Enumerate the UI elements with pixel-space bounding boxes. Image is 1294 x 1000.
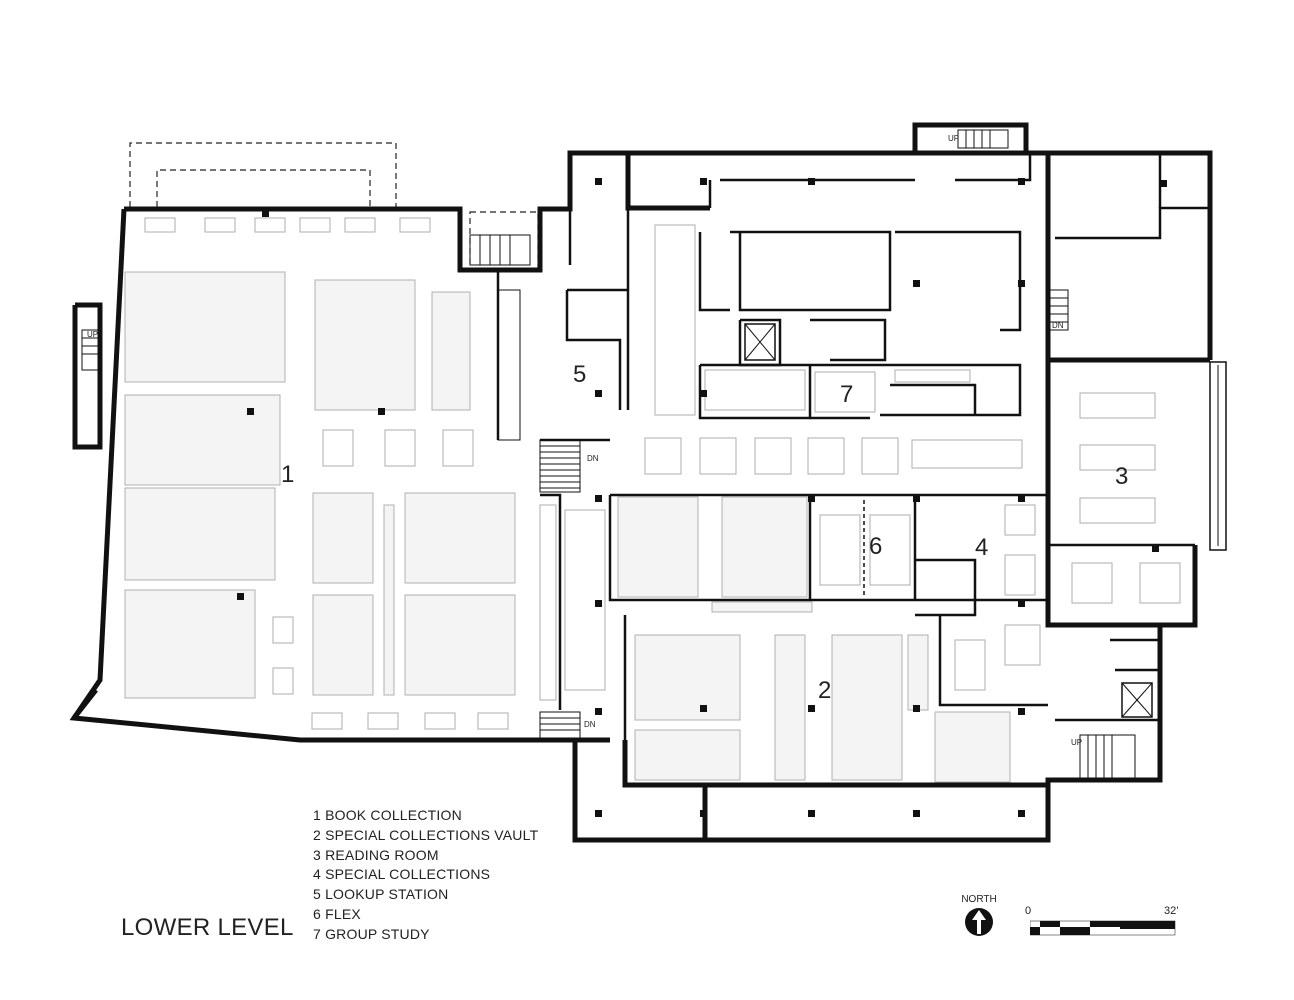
- room-number-5: 5: [573, 361, 586, 388]
- legend-item: 5 LOOKUP STATION: [313, 886, 449, 903]
- legend-item: 2 SPECIAL COLLECTIONS VAULT: [313, 826, 539, 843]
- scale-bar: [1030, 920, 1176, 936]
- legend-item: 7 GROUP STUDY: [313, 925, 430, 942]
- room-number-6: 6: [869, 533, 882, 560]
- central-carrels: [539, 224, 1023, 701]
- structural-columns: [237, 178, 1167, 817]
- room-furniture: [704, 369, 1181, 691]
- stair-label-up-west: UP: [87, 330, 98, 339]
- legend-item: 1 BOOK COLLECTION: [313, 807, 462, 823]
- stair-label-dn-center: DN: [587, 454, 599, 463]
- north-label: NORTH: [961, 894, 997, 905]
- room-number-labels: 1 2 3 4 5 6 7: [281, 361, 1128, 704]
- stair-label-up-southeast: UP: [1071, 738, 1082, 747]
- stair-label-dn-east: DN: [1052, 321, 1064, 330]
- stair-label-dn-south: DN: [584, 720, 596, 729]
- study-tables-area-1: [144, 217, 509, 730]
- book-stacks-area-1: [124, 271, 516, 699]
- legend-item: 4 SPECIAL COLLECTIONS: [313, 866, 491, 883]
- vault-shelving-area-2: [617, 496, 1011, 783]
- room-number-1: 1: [281, 461, 294, 488]
- stairs: [81, 129, 1136, 781]
- legend-item: 6 FLEX: [313, 905, 361, 922]
- exterior-walls: [69, 122, 1213, 843]
- legend-item: 3 READING ROOM: [313, 846, 439, 863]
- stair-direction-labels: UP UP UP DN DN DN: [87, 134, 1082, 747]
- stair-label-up-north: UP: [948, 134, 959, 143]
- scale-end-label: 32’: [1164, 905, 1179, 917]
- room-number-4: 4: [975, 534, 988, 561]
- room-number-2: 2: [818, 677, 831, 704]
- room-number-7: 7: [840, 381, 853, 408]
- elevators: [744, 323, 1153, 718]
- room-legend: 1 BOOK COLLECTION 2 SPECIAL COLLECTIONS …: [313, 806, 538, 945]
- reading-room-bay: [1209, 361, 1227, 551]
- scale-start-label: 0: [1025, 905, 1032, 917]
- plan-title: LOWER LEVEL: [121, 914, 294, 941]
- north-arrow-icon: [965, 908, 993, 936]
- interior-walls: [496, 153, 1210, 740]
- room-number-3: 3: [1115, 463, 1128, 490]
